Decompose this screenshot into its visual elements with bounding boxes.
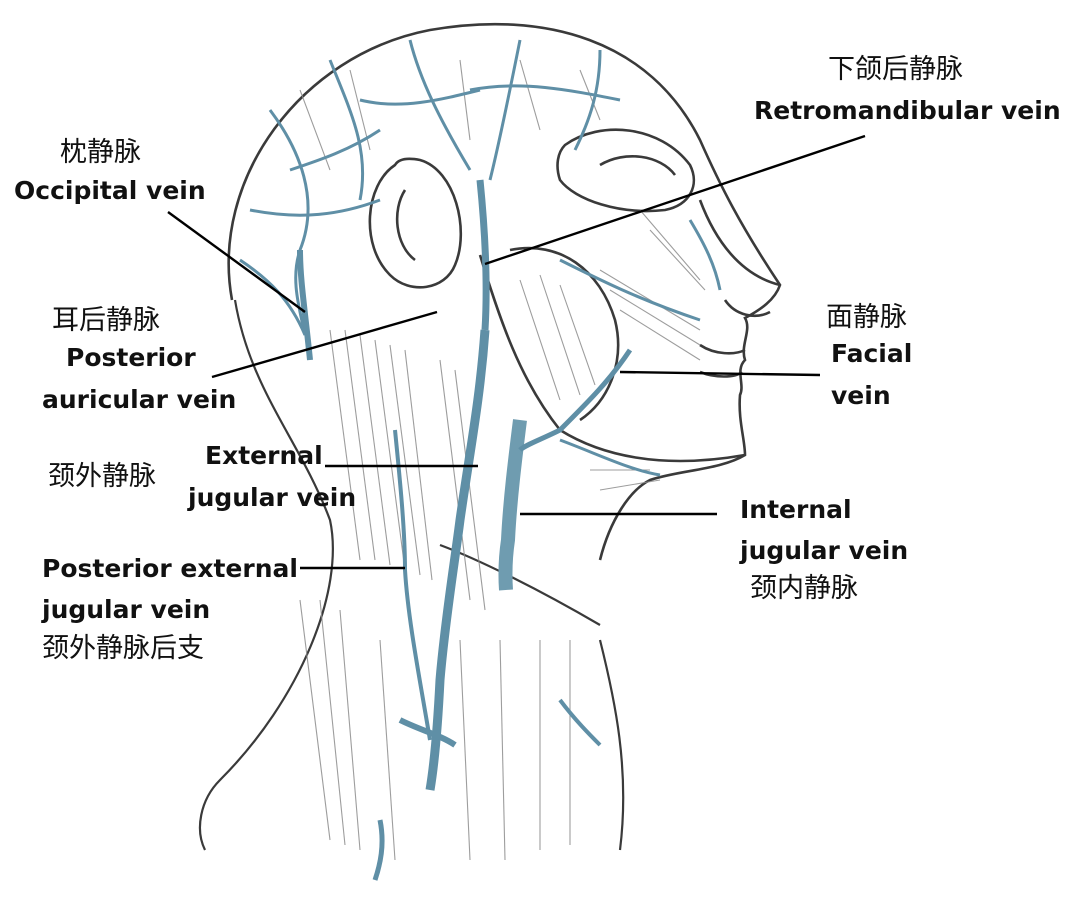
scalp-veins [239, 39, 621, 336]
occipital-vein-label-zh: 枕静脉 [60, 137, 141, 168]
facial-vein-label-zh: 面静脉 [826, 302, 907, 333]
internal-jugular-vein-label-en-1: Internal [740, 495, 852, 524]
facial-vein-label-en-2: vein [831, 381, 891, 410]
external-jugular-vein-label-en-1: External [205, 441, 323, 470]
internal-jugular-vein-label-en-2: jugular vein [740, 536, 909, 565]
leader-facial [619, 370, 821, 377]
leader-retromandibular [484, 134, 866, 266]
occipital-vein-label-en: Occipital vein [14, 176, 206, 205]
posterior-auricular-vein-label-en-2: auricular vein [42, 385, 237, 414]
major-neck-veins [297, 179, 722, 881]
posterior-external-jugular-vein-label-en-1: Posterior external [42, 554, 298, 583]
leader-posterior-auricular [211, 310, 438, 379]
retromandibular-vein-label-en: Retromandibular vein [754, 96, 1061, 125]
leader-occipital [167, 211, 306, 313]
leader-lines [167, 134, 866, 570]
external-jugular-vein-label-en-2: jugular vein [188, 483, 357, 512]
internal-jugular-vein-label-zh: 颈内静脉 [750, 573, 858, 604]
posterior-auricular-vein-label-en-1: Posterior [66, 343, 196, 372]
external-jugular-vein-label-zh: 颈外静脉 [48, 461, 156, 492]
posterior-auricular-vein-label-zh: 耳后静脉 [52, 305, 160, 336]
posterior-external-jugular-vein-label-zh: 颈外静脉后支 [42, 633, 204, 664]
retromandibular-vein-label-zh: 下颌后静脉 [828, 54, 963, 85]
posterior-external-jugular-vein-label-en-2: jugular vein [42, 595, 211, 624]
facial-vein-label-en-1: Facial [831, 339, 913, 368]
